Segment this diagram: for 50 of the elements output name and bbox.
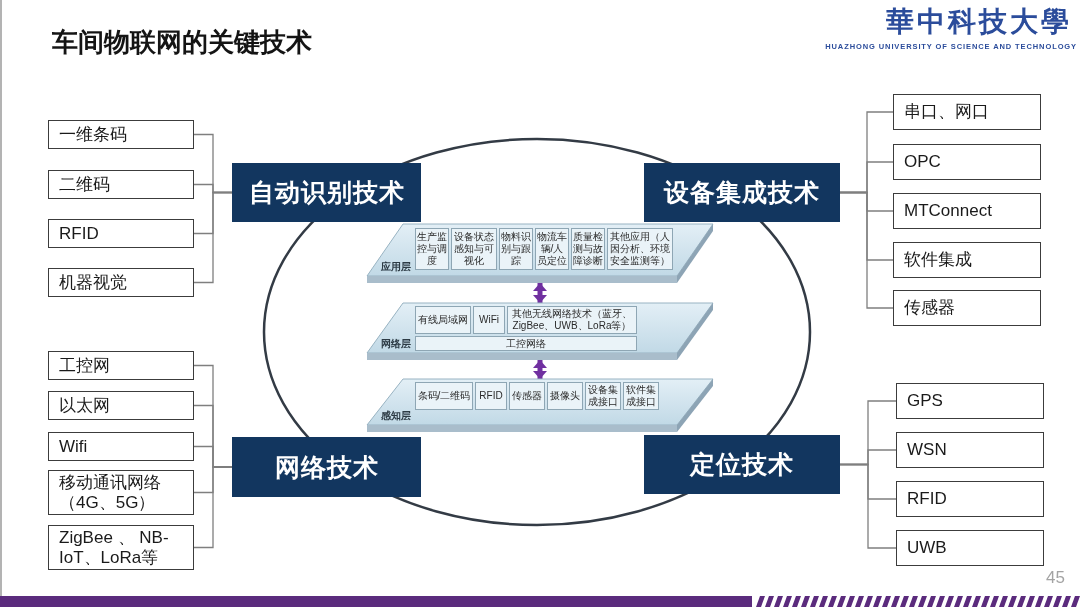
item-box: 软件集成 — [893, 242, 1041, 278]
item-box: GPS — [896, 383, 1044, 419]
item-box: 以太网 — [48, 391, 194, 420]
function-box: 摄像头 — [547, 382, 583, 410]
function-box: RFID — [475, 382, 507, 410]
double-arrow — [536, 360, 544, 379]
connector-line — [193, 191, 233, 284]
function-box: WiFi — [473, 306, 505, 334]
function-box: 条码/二维码 — [415, 382, 473, 410]
function-box: 其他无线网络技术（蓝牙、ZigBee、UWB、LoRa等） — [507, 306, 637, 334]
item-box: RFID — [896, 481, 1044, 517]
page-number: 45 — [1046, 568, 1065, 588]
item-box: UWB — [896, 530, 1044, 566]
function-box: 设备状态感知与可视化 — [451, 228, 497, 270]
category-box: 自动识别技术 — [232, 163, 421, 222]
item-box: 工控网 — [48, 351, 194, 380]
function-box: 软件集成接口 — [623, 382, 659, 410]
function-box: 设备集成接口 — [585, 382, 621, 410]
function-box: 质量检测与故障诊断 — [571, 228, 605, 270]
function-box: 有线局域网 — [415, 306, 471, 334]
layer-label: 应用层 — [381, 261, 411, 273]
connector-line — [193, 466, 233, 549]
item-box: 一维条码 — [48, 120, 194, 149]
category-box: 定位技术 — [644, 435, 840, 494]
item-box: WSN — [896, 432, 1044, 468]
double-arrow — [536, 283, 544, 303]
category-box: 设备集成技术 — [644, 163, 840, 222]
university-name: 華中科技大學 — [886, 5, 1072, 39]
item-box: 传感器 — [893, 290, 1041, 326]
layer-label: 网络层 — [381, 338, 411, 350]
function-box: 物料识别与跟踪 — [499, 228, 533, 270]
item-box: 移动通讯网络（4G、5G） — [48, 470, 194, 515]
item-box: OPC — [893, 144, 1041, 180]
item-box: 二维码 — [48, 170, 194, 199]
function-box: 工控网络 — [415, 336, 637, 351]
item-box: 串口、网口 — [893, 94, 1041, 130]
connector-line — [839, 463, 897, 549]
item-box: ZigBee 、 NB-IoT、LoRa等 — [48, 525, 194, 570]
item-box: RFID — [48, 219, 194, 248]
function-box: 传感器 — [509, 382, 545, 410]
layer-label: 感知层 — [381, 410, 411, 422]
slide-title: 车间物联网的关键技术 — [52, 26, 312, 58]
item-box: Wifi — [48, 432, 194, 461]
category-box: 网络技术 — [232, 437, 421, 497]
function-box: 其他应用（人因分析、环境安全监测等） — [607, 228, 673, 270]
item-box: 机器视觉 — [48, 268, 194, 297]
connector-line — [839, 191, 894, 309]
function-box: 物流车辆/人员定位 — [535, 228, 569, 270]
item-box: MTConnect — [893, 193, 1041, 229]
function-box: 生产监控与调度 — [415, 228, 449, 270]
